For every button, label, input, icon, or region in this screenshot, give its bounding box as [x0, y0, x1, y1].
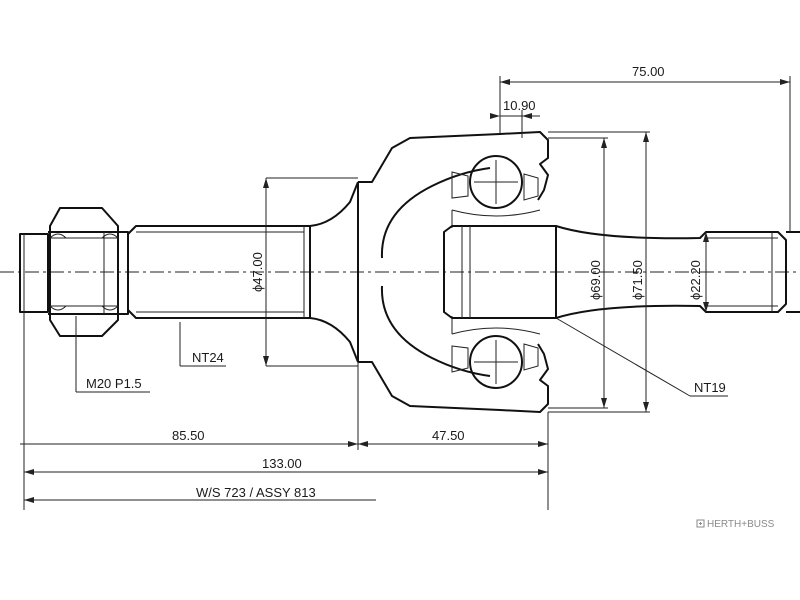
leader-nt24: [179, 322, 226, 367]
dim-dia-22-2: [703, 232, 709, 312]
dim-85-50-label: 85.50: [172, 428, 205, 443]
leader-nt19: [555, 317, 728, 397]
dim-85-50-47-50: [20, 362, 549, 510]
dim-47-50-label: 47.50: [432, 428, 465, 443]
dim-10-90-label: 10.90: [503, 98, 536, 113]
nt19-label: NT19: [694, 380, 726, 395]
brand-text: HERTH+BUSS: [707, 519, 775, 530]
dim-75: [499, 76, 791, 232]
brand-logo: [696, 519, 705, 528]
dim-dia-71-5-label: ϕ71.50: [630, 260, 645, 300]
dim-ws-assy: [24, 497, 376, 503]
dim-10-90: [490, 110, 540, 138]
leader-thread: [75, 316, 150, 393]
dim-dia-69-label: ϕ69.00: [588, 260, 603, 300]
dim-75-label: 75.00: [632, 64, 665, 79]
dim-dia-47-label: ϕ47.00: [250, 252, 265, 292]
dim-dia-47: [263, 177, 358, 367]
dim-dia-69: [548, 137, 608, 409]
joint-housing: [357, 131, 549, 413]
dim-dia-71-5: [548, 131, 650, 413]
inner-spline-shaft: [443, 225, 800, 319]
dim-133: [23, 312, 548, 510]
ws-assy-label: W/S 723 / ASSY 813: [196, 485, 316, 500]
dim-dia-22-2-label: ϕ22.20: [688, 260, 703, 300]
nut-and-thread: [19, 207, 129, 337]
dim-133-label: 133.00: [262, 456, 302, 471]
splined-shaft: [127, 181, 359, 363]
nt24-label: NT24: [192, 350, 224, 365]
thread-label: M20 P1.5: [86, 376, 142, 391]
